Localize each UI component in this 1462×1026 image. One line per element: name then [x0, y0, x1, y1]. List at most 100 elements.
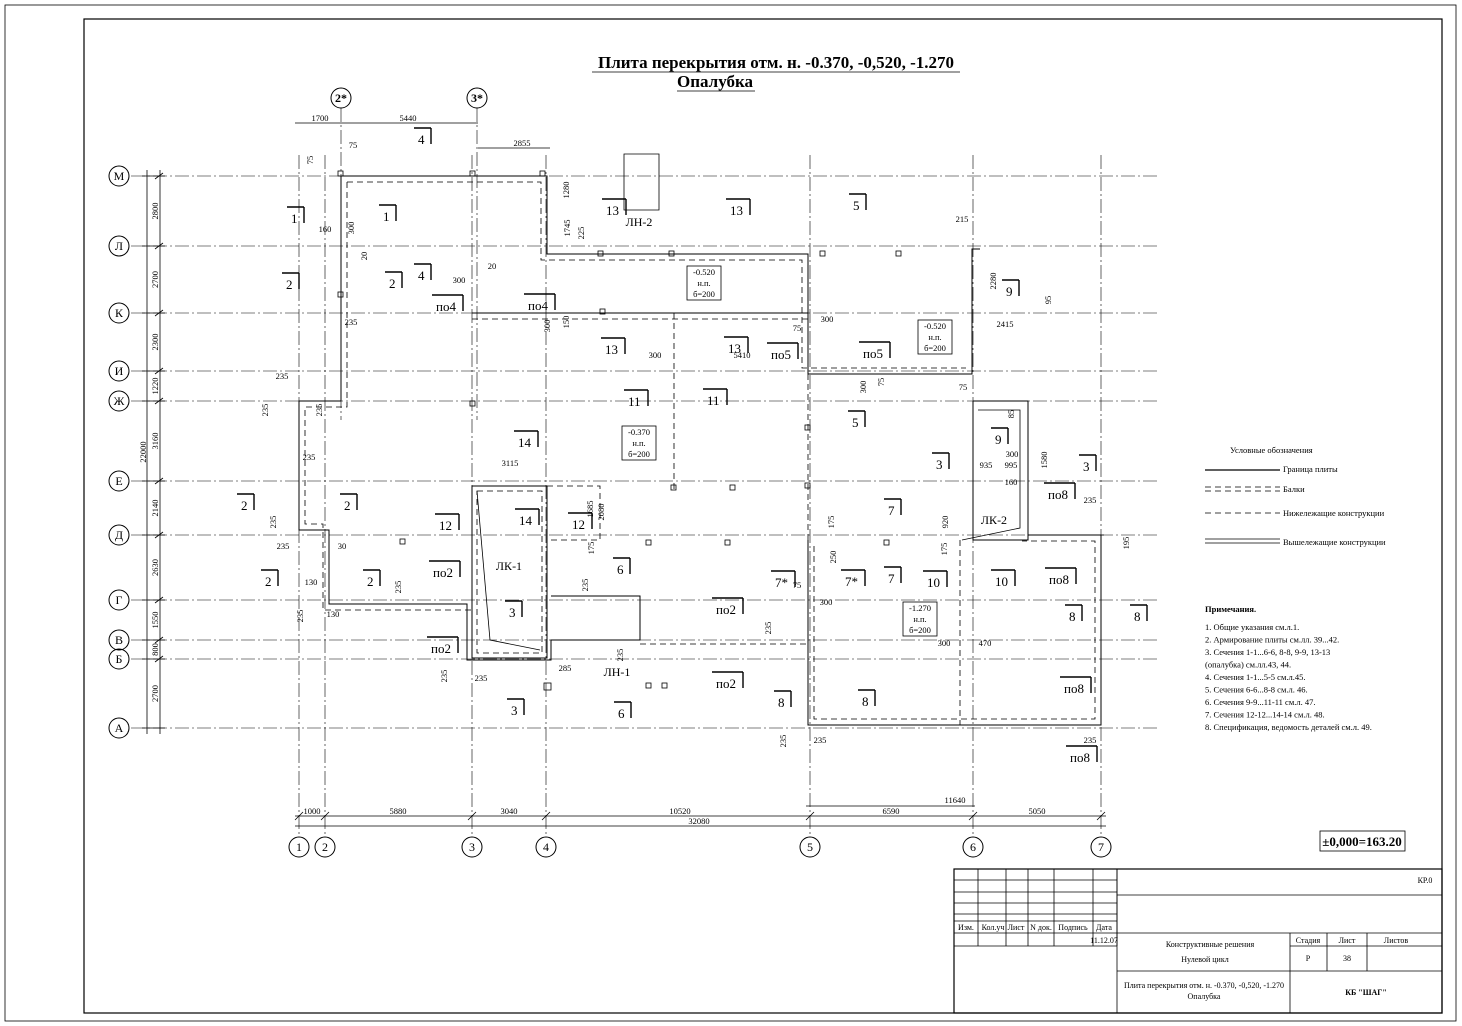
- section-label: 13: [605, 342, 618, 357]
- elevation-box: [1319, 830, 1406, 852]
- svg-text:-0.370: -0.370: [628, 427, 650, 437]
- axis-col-label: 7: [1098, 840, 1104, 854]
- section-mark: по8: [1045, 567, 1077, 587]
- svg-text:н.п.: н.п.: [928, 332, 941, 342]
- section-mark: по4: [432, 294, 464, 314]
- axis-row-label: Д: [115, 528, 123, 542]
- note-item: 8. Спецификация, ведомость деталей см.л.…: [1205, 722, 1372, 732]
- local-dimension: 235: [260, 404, 270, 417]
- bottom-dimension: 6590: [883, 806, 900, 816]
- axis-row-label: В: [115, 633, 123, 647]
- section-mark: 8: [1130, 604, 1148, 624]
- svg-text:н.п.: н.п.: [697, 278, 710, 288]
- stamp-col-sheet: Лист: [1339, 936, 1356, 945]
- opening-ln-1: ЛН-1: [604, 665, 631, 679]
- note-item: 6. Сечения 9-9...11-11 см.л. 47.: [1205, 697, 1315, 707]
- local-dimension: 20: [359, 252, 369, 261]
- axis-row-10: А: [108, 717, 1160, 739]
- stamp-project-1: Конструктивные решения: [1166, 940, 1255, 949]
- note-item: (опалубка) см.лл.43, 44.: [1205, 660, 1291, 670]
- local-dimension: 75: [349, 140, 358, 150]
- section-label: по4: [528, 298, 548, 313]
- left-dimension-chain: 280027002300122031602140263015508002700 …: [138, 170, 164, 734]
- section-mark: 3: [505, 600, 523, 620]
- row-dimension: 2630: [150, 559, 160, 576]
- section-label: 6: [617, 562, 624, 577]
- axis-col-1: 2: [314, 155, 336, 858]
- local-dimension: 235: [475, 673, 488, 683]
- local-dimension: 175: [586, 542, 596, 555]
- local-dimension: 300: [820, 597, 833, 607]
- bottom-total-right-dimension: 11640: [945, 795, 966, 805]
- section-label: 3: [511, 703, 518, 718]
- axis-top-label: 3*: [471, 91, 483, 105]
- section-mark: 3: [1079, 454, 1097, 474]
- note-item: 4. Сечения 1-1...5-5 см.л.45.: [1205, 672, 1305, 682]
- section-mark: 7: [884, 566, 902, 586]
- local-dimension: 75: [793, 323, 802, 333]
- stamp-project-2: Нулевой цикл: [1181, 955, 1228, 964]
- section-mark: по2: [712, 597, 744, 617]
- local-dimension: 75: [959, 382, 968, 392]
- local-dimension: 300: [346, 222, 356, 235]
- local-dimension: 250: [828, 551, 838, 564]
- drawing-subtitle: Опалубка: [677, 72, 754, 91]
- section-label: 5: [853, 198, 860, 213]
- axis-row-label: Л: [115, 239, 123, 253]
- stamp-header-kol: Кол.уч: [982, 923, 1005, 932]
- local-dimension: 85: [1006, 410, 1016, 419]
- section-mark: 13: [601, 337, 626, 357]
- section-label: 2: [286, 277, 293, 292]
- opening-ln-2: ЛН-2: [626, 215, 653, 229]
- row-total-dimension: 22000: [138, 441, 148, 462]
- local-dimension: 235: [778, 735, 788, 748]
- top-dimension-chain: 1700 5440 2855: [295, 113, 550, 149]
- top-dim-1: 1700: [312, 113, 329, 123]
- slab-level-labels: -0.520 н.п. б=200 -0.520 н.п. б=200 -0.3…: [621, 265, 953, 637]
- section-mark: 5: [849, 193, 867, 213]
- section-label: 13: [728, 341, 741, 356]
- section-mark: 2: [363, 569, 381, 589]
- local-dimension: 75: [305, 156, 315, 165]
- section-mark: 11: [624, 389, 649, 409]
- local-dimension: 75: [793, 580, 802, 590]
- row-dimension: 3160: [150, 433, 160, 450]
- note-item: 5. Сечения 6-6...8-8 см.л. 46.: [1205, 685, 1308, 695]
- local-dimension: 235: [814, 735, 827, 745]
- section-label: 2: [344, 498, 351, 513]
- title-block: КР.0 Изм. Кол.уч Лист N док. Подпись Дат…: [953, 868, 1443, 1014]
- local-dimension: 75: [876, 378, 886, 387]
- axis-row-label: М: [114, 169, 125, 183]
- section-label: по2: [716, 602, 736, 617]
- section-label: 13: [730, 203, 743, 218]
- section-mark: 8: [1065, 604, 1083, 624]
- local-dimension: 300: [938, 638, 951, 648]
- axis-row-5: Е: [108, 470, 1160, 492]
- axis-row-0: М: [108, 165, 1160, 187]
- section-mark: по8: [1044, 482, 1076, 502]
- stamp-col-stage: Стадия: [1296, 936, 1321, 945]
- section-mark: по5: [859, 341, 891, 361]
- section-label: 6: [618, 706, 625, 721]
- legend-item-slab-border: Граница плиты: [1283, 464, 1338, 474]
- axis-row-label: Ж: [114, 394, 125, 408]
- note-item: 3. Сечения 1-1...6-6, 8-8, 9-9, 13-13: [1205, 647, 1330, 657]
- local-dimension: 175: [939, 543, 949, 556]
- local-dimension: 300: [858, 381, 868, 394]
- section-label: по2: [716, 676, 736, 691]
- section-label: 7*: [775, 575, 788, 590]
- local-dimension: 1745: [562, 220, 572, 237]
- section-label: 9: [1006, 284, 1013, 299]
- section-mark: 4: [414, 263, 432, 283]
- axis-row-3: И: [108, 360, 1160, 382]
- section-label: по5: [863, 346, 883, 361]
- section-label: 8: [1069, 609, 1076, 624]
- axis-row-9: Б: [108, 648, 1160, 670]
- local-dimension: 300: [1006, 449, 1019, 459]
- svg-text:-1.270: -1.270: [909, 603, 931, 613]
- section-label: по2: [433, 565, 453, 580]
- row-dimension: 2800: [150, 203, 160, 220]
- section-label: 11: [707, 393, 720, 408]
